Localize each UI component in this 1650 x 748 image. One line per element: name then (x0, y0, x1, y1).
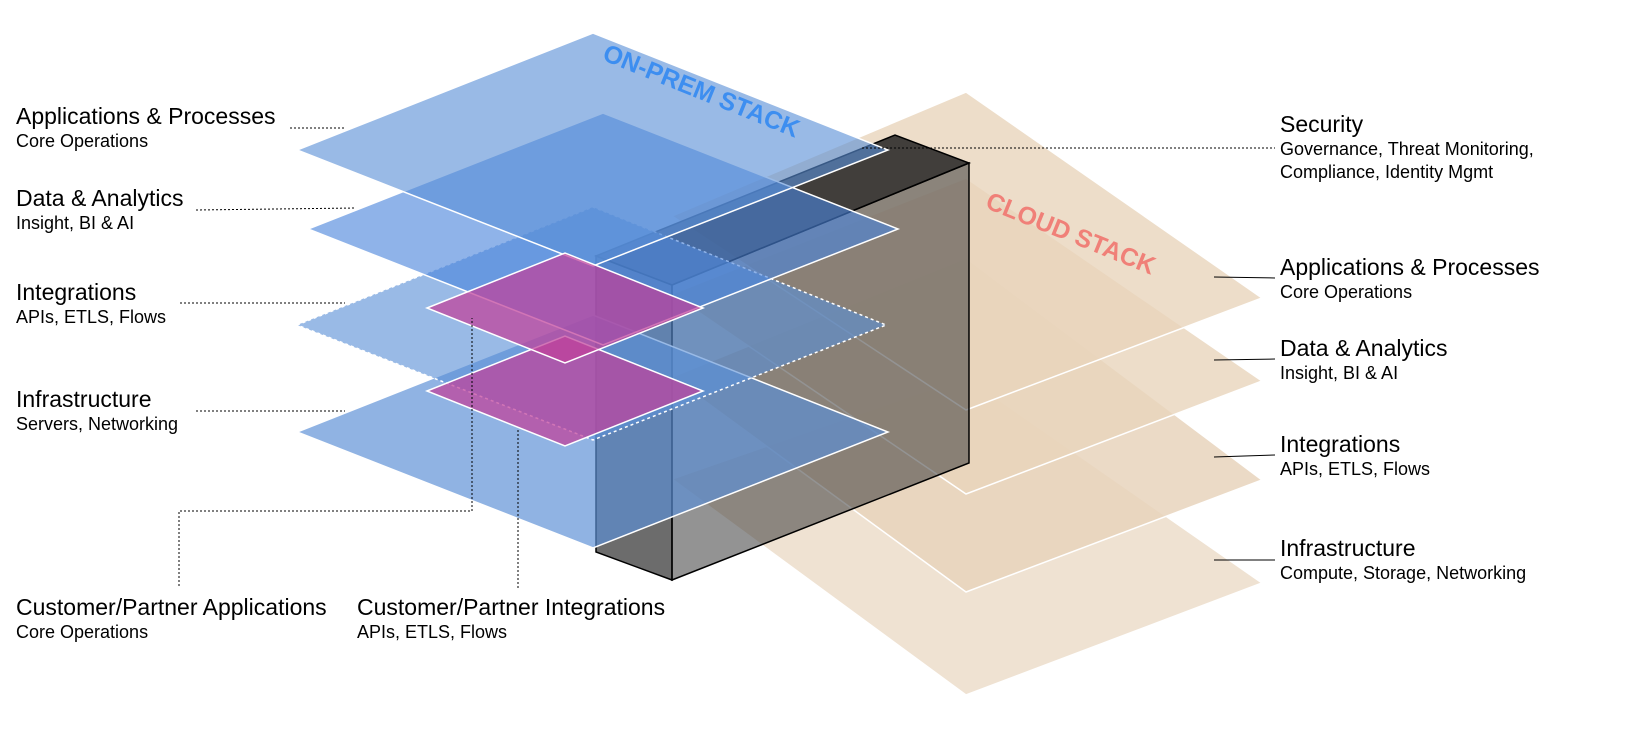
label-title: Data & Analytics (16, 185, 184, 211)
label-title: Applications & Processes (1280, 254, 1540, 280)
label-title: Customer/Partner Integrations (357, 594, 666, 620)
onprem-plane-applications (294, 32, 891, 267)
right-leader-lines (1213, 276, 1276, 561)
label-title: Infrastructure (16, 386, 152, 412)
label-subtitle: Core Operations (16, 131, 149, 151)
customer-plane-integrations (424, 335, 706, 447)
label-subtitle: Servers, Networking (16, 414, 179, 434)
left-leader-lines (178, 127, 1275, 588)
onprem-label-infrastructure: Infrastructure Servers, Networking (16, 386, 178, 436)
customer-planes (424, 252, 706, 447)
label-title: Applications & Processes (16, 103, 276, 129)
customer-applications-label: Customer/Partner Applications Core Opera… (16, 594, 327, 644)
label-title: Data & Analytics (1280, 335, 1448, 361)
label-subtitle: APIs, ETLS, Flows (357, 622, 508, 642)
onprem-label-integrations: Integrations APIs, ETLS, Flows (16, 279, 166, 329)
cloud-label-data-analytics: Data & Analytics Insight, BI & AI (1280, 335, 1447, 385)
label-subtitle-line1: Governance, Threat Monitoring, (1280, 139, 1534, 159)
security-label: Security Governance, Threat Monitoring, … (1280, 111, 1534, 184)
label-title: Integrations (16, 279, 137, 305)
onprem-label-data-analytics: Data & Analytics Insight, BI & AI (16, 185, 183, 235)
label-subtitle: Insight, BI & AI (16, 213, 135, 233)
customer-plane-applications (424, 252, 706, 364)
cloud-label-integrations: Integrations APIs, ETLS, Flows (1280, 431, 1430, 481)
label-subtitle: APIs, ETLS, Flows (1280, 459, 1431, 479)
label-subtitle: APIs, ETLS, Flows (16, 307, 167, 327)
label-subtitle: Core Operations (1280, 282, 1413, 302)
label-subtitle: Insight, BI & AI (1280, 363, 1399, 383)
cloud-label-applications: Applications & Processes Core Operations (1280, 254, 1540, 304)
label-title: Customer/Partner Applications (16, 594, 327, 620)
label-subtitle: Compute, Storage, Networking (1280, 563, 1527, 583)
cloud-label-infrastructure: Infrastructure Compute, Storage, Network… (1280, 535, 1526, 585)
onprem-label-applications: Applications & Processes Core Operations (16, 103, 276, 153)
label-title: Security (1280, 111, 1364, 137)
label-subtitle-line2: Compliance, Identity Mgmt (1280, 162, 1494, 182)
customer-integrations-label: Customer/Partner Integrations APIs, ETLS… (357, 594, 665, 644)
label-subtitle: Core Operations (16, 622, 149, 642)
label-title: Integrations (1280, 431, 1401, 457)
label-title: Infrastructure (1280, 535, 1416, 561)
